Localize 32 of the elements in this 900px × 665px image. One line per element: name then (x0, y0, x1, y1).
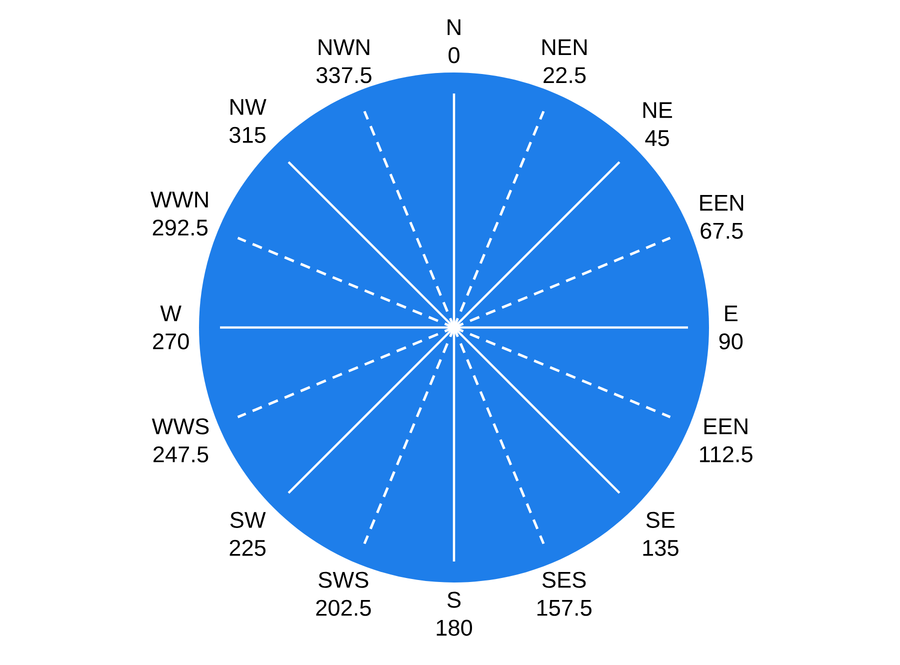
degree-label: 157.5 (537, 600, 592, 616)
degree-label: 0 (448, 47, 460, 64)
direction-label: SWS (318, 572, 368, 588)
degree-label: 270 (153, 333, 189, 350)
direction-label: SE (646, 512, 675, 528)
direction-label: NW (230, 99, 266, 115)
degree-label: 315 (230, 126, 266, 143)
degree-label: 45 (645, 130, 669, 146)
direction-label: NEN (542, 39, 587, 55)
direction-label: NE (643, 102, 672, 118)
degree-label: 247.5 (154, 446, 208, 462)
direction-label: WWN (150, 192, 208, 208)
degree-label: 67.5 (700, 222, 743, 239)
degree-label: 202.5 (316, 600, 371, 616)
degree-label: 135 (643, 540, 678, 556)
degree-label: 225 (230, 540, 266, 556)
direction-label: WWS (152, 418, 209, 434)
direction-label: S (447, 592, 461, 608)
direction-label: EEN (704, 418, 748, 434)
degree-label: 337.5 (316, 67, 372, 84)
direction-label: SW (230, 512, 266, 528)
degree-label: 112.5 (700, 446, 752, 462)
direction-label: SES (542, 572, 586, 588)
direction-label: E (725, 306, 738, 322)
direction-label: N (448, 19, 460, 35)
direction-label: NWN (318, 39, 370, 55)
direction-label: W (160, 306, 182, 322)
degree-label: 292.5 (152, 220, 208, 236)
degree-label: 180 (436, 620, 472, 636)
degree-label: 90 (719, 333, 743, 350)
direction-label: EEN (700, 195, 744, 211)
degree-label: 22.5 (544, 67, 586, 84)
